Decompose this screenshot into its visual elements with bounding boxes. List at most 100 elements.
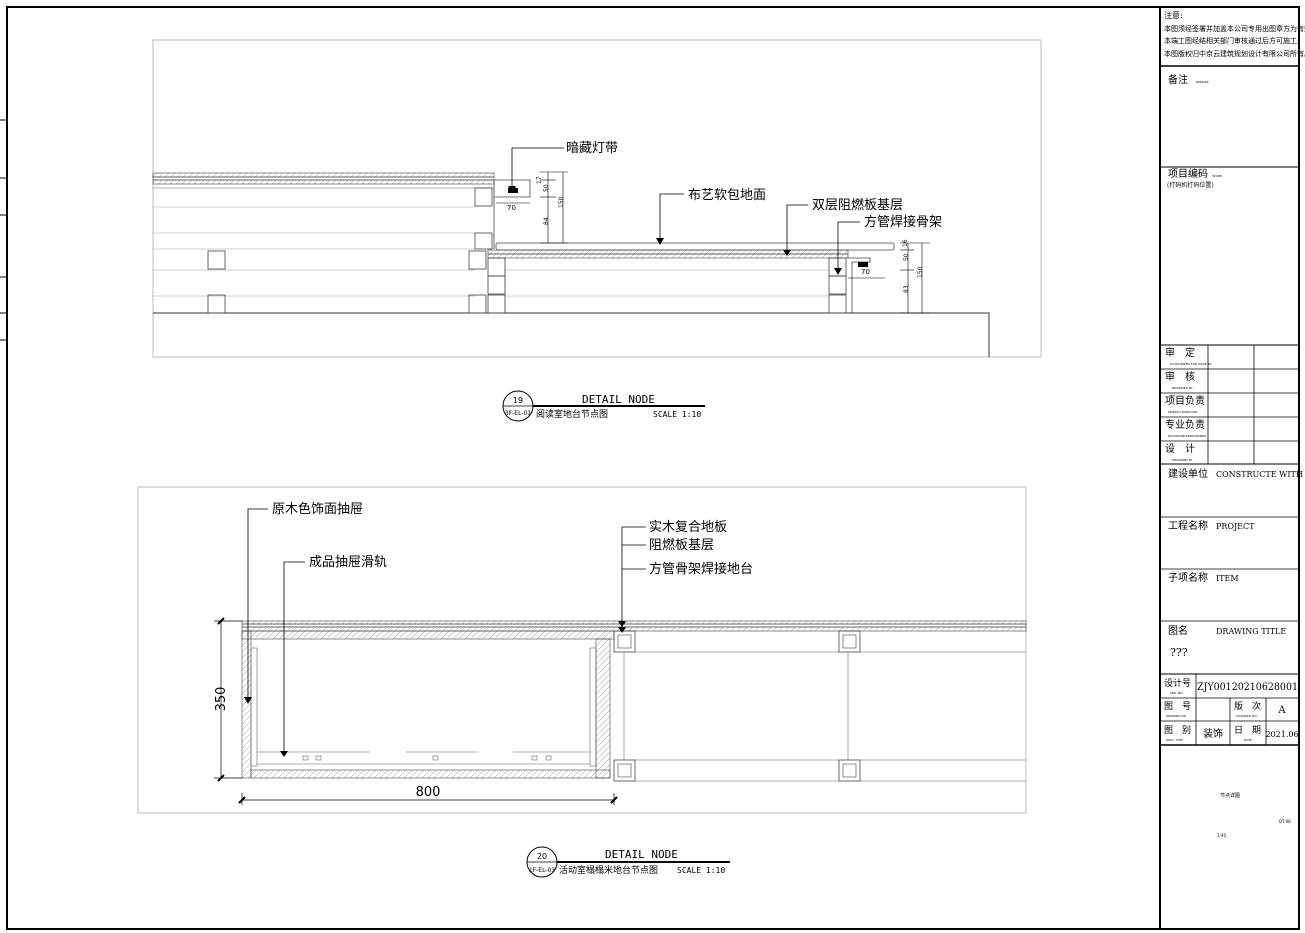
- dim-800: 800: [416, 785, 441, 800]
- detail-20-drawing: [137, 486, 1027, 814]
- dimensions-19: [496, 171, 930, 314]
- note-line: 本端工图经结相关部门审核通过后方可施工;: [1164, 36, 1299, 45]
- steel-tube: [474, 232, 493, 250]
- steel-tube: [474, 187, 493, 207]
- dim-83: 83: [903, 285, 910, 293]
- date-value: 2021.06: [1265, 730, 1298, 739]
- project-label: 工程名称: [1168, 519, 1208, 532]
- approval-en: AUTHORIZED FOR ISSUE BY: [1170, 362, 1212, 366]
- label-double-board: 双层阻燃板基层: [812, 197, 903, 213]
- leaders-19: [511, 147, 860, 270]
- version-en: CHANGED NO.: [1236, 714, 1258, 718]
- fire-board-layer: [241, 626, 1027, 632]
- remark-en: REMARK: [1196, 80, 1210, 84]
- label-drawer-rail: 成品抽屉滑轨: [309, 555, 387, 570]
- category-label: 图 别: [1164, 725, 1191, 736]
- double-fire-board: [487, 249, 849, 255]
- client-label: 建设单位: [1168, 467, 1208, 480]
- detail-19-frame: [152, 39, 1042, 358]
- approval-en: PROJECT DIRECTOR: [1168, 410, 1197, 414]
- ground-slab: [153, 312, 990, 357]
- approval-label: 审 定: [1165, 346, 1195, 359]
- label-steel-frame: 方管焊接骨架: [864, 214, 942, 230]
- sheet-scale: 1:40: [1217, 833, 1226, 838]
- leaders-20: [247, 508, 646, 752]
- note-line: 本图须经签署并加盖本公司专用出图章方为有效;: [1164, 24, 1305, 33]
- detail-19-number: 19: [513, 396, 523, 405]
- led-strip: [858, 262, 868, 267]
- drawing-title-label: 图名: [1168, 624, 1188, 637]
- label-drawer-face: 原木色饰面抽屉: [272, 501, 363, 517]
- client-en: CONSTRUCTE WITH: [1216, 470, 1303, 479]
- drawing-title-value: ???: [1170, 646, 1188, 659]
- approval-label: 设 计: [1165, 442, 1195, 455]
- detail-20-number: 20: [537, 852, 547, 861]
- approval-label: 专业负责: [1165, 418, 1205, 431]
- drawing-no-en: DRAWING NO.: [1166, 714, 1187, 718]
- steel-tube: [207, 250, 226, 270]
- dim-70: 70: [507, 204, 516, 212]
- detail-20-subtitle: 活动室榻榻米地台节点图: [559, 864, 658, 876]
- detail-20-caption: [526, 846, 730, 878]
- design-no-value: ZJY00120210628001: [1197, 682, 1298, 693]
- design-no-label: 设计号: [1164, 677, 1191, 689]
- approval-en: DISCIPLINE RESPONSIBLE: [1168, 434, 1206, 438]
- detail-20-scale: SCALE 1:10: [677, 866, 725, 875]
- remark-label: 备注: [1168, 73, 1188, 86]
- dim-70: 70: [861, 268, 870, 276]
- design-no-en: PRO. NO.: [1170, 691, 1184, 695]
- detail-20-frame: [137, 486, 1027, 814]
- sheet-title: 节点详图: [1220, 792, 1240, 799]
- notes-heading: 注意:: [1164, 10, 1183, 20]
- dim-16: 16: [902, 239, 909, 247]
- detail-19-sheet: 3F-EL-01: [505, 410, 531, 417]
- detail-19-title: DETAIL NODE: [582, 393, 655, 406]
- category-value: 装饰: [1203, 727, 1223, 740]
- item-en: ITEM: [1216, 574, 1239, 583]
- upper-board-layer: [152, 172, 495, 178]
- detail-20-sheet: 1F-EL-03: [529, 867, 555, 874]
- drawer-front: [241, 630, 252, 779]
- dim-17: 17: [536, 176, 543, 184]
- dim-84: 84: [543, 217, 550, 225]
- drawing-no-label: 图 号: [1164, 701, 1191, 712]
- steel-tube: [468, 250, 487, 270]
- project-code-label: 项目编码: [1168, 167, 1208, 180]
- label-wood-floor: 实木复合地板: [649, 520, 727, 535]
- dim-150: 150: [558, 196, 565, 208]
- approval-en: REVIEWED BY: [1172, 386, 1193, 390]
- drawing-title-en: DRAWING TITLE: [1216, 627, 1286, 636]
- wood-floor-layer: [241, 620, 1027, 625]
- label-steel-frame: 方管骨架焊接地台: [649, 561, 753, 577]
- project-en: PROJECT: [1216, 522, 1255, 531]
- version-value: A: [1277, 705, 1286, 716]
- steel-tube: [207, 294, 226, 314]
- detail-19-subtitle: 阅读室地台节点图: [536, 408, 608, 420]
- label-fire-board: 阻燃板基层: [649, 537, 714, 553]
- label-fabric-floor: 布艺软包地面: [688, 188, 766, 203]
- project-code-note: (打码机打码位置): [1167, 181, 1214, 189]
- detail-19-caption: [502, 390, 705, 422]
- sheet-border: [6, 6, 1300, 930]
- category-en: DWG. TYPE: [1166, 738, 1183, 742]
- label-hidden-light: 暗藏灯带: [566, 141, 618, 156]
- title-block: [1159, 7, 1299, 929]
- project-code-en: STAMP: [1212, 174, 1222, 178]
- fabric-soft-floor: [495, 242, 895, 251]
- approval-en: DESIGNED BY: [1172, 458, 1193, 462]
- dim-50: 50: [543, 184, 550, 192]
- dim-150: 150: [917, 266, 924, 278]
- version-label: 版 次: [1234, 700, 1261, 712]
- date-en: DATE: [1244, 738, 1252, 742]
- dim-350: 350: [214, 687, 229, 712]
- approval-label: 审 核: [1165, 370, 1195, 383]
- steel-tube: [468, 294, 487, 314]
- sheet-code: DT-08: [1279, 819, 1291, 824]
- drawer-rail: [302, 755, 552, 761]
- approval-label: 项目负责: [1165, 394, 1205, 407]
- dim-50: 50: [903, 253, 910, 261]
- detail-20-title: DETAIL NODE: [605, 848, 678, 861]
- detail-19-drawing: [152, 39, 1042, 358]
- detail-19-scale: SCALE 1:10: [653, 410, 701, 419]
